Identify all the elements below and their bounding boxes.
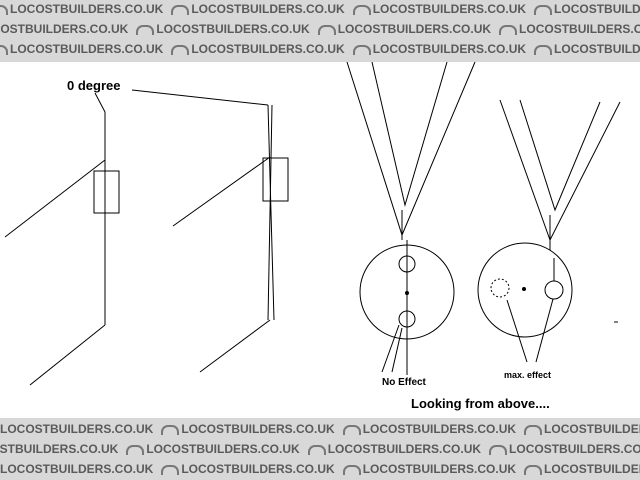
watermark-car-logo xyxy=(0,44,8,55)
watermark-car-logo xyxy=(171,4,190,15)
watermark-text: LOCOSTBUILDERS.CO.UK xyxy=(372,42,527,56)
label-max-effect: max. effect xyxy=(504,370,551,380)
watermark-band-bottom: LOCOSTBUILDERS.CO.UK LOCOSTBUILDERS.CO.UK… xyxy=(0,418,640,480)
watermark-car-logo xyxy=(307,444,326,455)
pointer-no-effect-a xyxy=(381,324,400,373)
pointer-no-effect-b xyxy=(391,327,403,373)
watermark-car-logo xyxy=(489,444,508,455)
watermark-car-logo xyxy=(534,4,553,15)
v-arm-outer-left xyxy=(346,61,476,237)
watermark-text: LOCOSTBUILDERS.CO.UK xyxy=(372,2,527,16)
watermark-car-logo xyxy=(352,44,371,55)
watermark-text: LOCOSTBUILDERS.CO.UK xyxy=(0,462,154,476)
watermark-text: LOCOSTBUILDERS.CO.UK xyxy=(554,2,640,16)
watermark-car-logo xyxy=(342,464,361,475)
watermark-text: LOCOSTBUILDERS.CO.UK xyxy=(146,442,300,456)
watermark-car-logo xyxy=(161,424,180,435)
watermark-car-logo xyxy=(0,4,8,15)
pointer-max-effect-a xyxy=(506,299,528,363)
lower-link-left xyxy=(29,324,106,386)
watermark-text: LOCOSTBUILDERS.CO.UK xyxy=(519,22,640,36)
pointer-max-effect-b xyxy=(535,298,554,363)
pivot-box-right xyxy=(262,157,289,202)
caption-looking-from-above: Looking from above.... xyxy=(411,396,550,411)
upper-link-left xyxy=(4,159,106,238)
watermark-row: LOCOSTBUILDERS.CO.UK LOCOSTBUILDERS.CO.UK… xyxy=(0,462,640,476)
watermark-car-logo xyxy=(499,24,518,35)
watermark-text: LOCOSTBUILDERS.CO.UK xyxy=(0,22,129,36)
watermark-text: LOCOSTBUILDERS.CO.UK xyxy=(327,442,482,456)
watermark-text: LOCOSTBUILDERS.CO.UK xyxy=(156,22,310,36)
label-no-effect: No Effect xyxy=(382,377,427,388)
bearing-circle-right xyxy=(477,242,573,338)
watermark-row: LOCOSTBUILDERS.CO.UK LOCOSTBUILDERS.CO.UK… xyxy=(0,422,640,436)
center-dot-left xyxy=(405,291,409,295)
watermark-car-logo xyxy=(342,424,361,435)
watermark-car-logo xyxy=(317,24,336,35)
watermark-text: LOCOSTBUILDERS.CO.UK xyxy=(362,462,517,476)
v-arm-outer-right xyxy=(499,99,621,242)
watermark-text: LOCOSTBUILDERS.CO.UK xyxy=(544,462,640,476)
pointer-line-right xyxy=(131,89,269,106)
watermark-car-logo xyxy=(534,44,553,55)
pivot-box-left xyxy=(93,170,120,214)
v-arm-inner-right xyxy=(519,99,601,212)
v-arm-inner-left xyxy=(371,61,448,207)
watermark-text: LOCOSTBUILDERS.CO.UK xyxy=(509,442,640,456)
watermark-text: LOCOSTBUILDERS.CO.UK xyxy=(10,42,164,56)
upright-line-right-outer xyxy=(267,104,275,321)
watermark-car-logo xyxy=(171,44,190,55)
watermark-row: LOCOSTBUILDERS.CO.UK LOCOSTBUILDERS.CO.UK… xyxy=(0,22,640,36)
watermark-car-logo xyxy=(126,444,145,455)
upright-line-right-inner xyxy=(267,104,273,321)
watermark-text: LOCOSTBUILDERS.CO.UK xyxy=(181,462,335,476)
watermark-car-logo xyxy=(161,464,180,475)
watermark-row: LOCOSTBUILDERS.CO.UK LOCOSTBUILDERS.CO.UK… xyxy=(0,442,640,456)
watermark-text: LOCOSTBUILDERS.CO.UK xyxy=(191,2,345,16)
watermark-car-logo xyxy=(524,424,543,435)
watermark-text: LOCOSTBUILDERS.CO.UK xyxy=(0,422,154,436)
watermark-text: LOCOSTBUILDERS.CO.UK xyxy=(337,22,492,36)
watermark-car-logo xyxy=(524,464,543,475)
center-dot-right xyxy=(522,287,526,291)
watermark-text: LOCOSTBUILDERS.CO.UK xyxy=(10,2,164,16)
watermark-row: LOCOSTBUILDERS.CO.UK LOCOSTBUILDERS.CO.UK… xyxy=(0,42,640,56)
lower-link-right xyxy=(199,319,271,373)
upper-link-right xyxy=(172,156,271,227)
pointer-line-left xyxy=(94,92,106,113)
label-zero-degree: 0 degree xyxy=(67,78,120,93)
watermark-text: LOCOSTBUILDERS.CO.UK xyxy=(191,42,345,56)
watermark-text: LOCOSTBUILDERS.CO.UK xyxy=(544,422,640,436)
watermark-car-logo xyxy=(352,4,371,15)
hole-dashed-right xyxy=(490,278,510,298)
watermark-text: LOCOSTBUILDERS.CO.UK xyxy=(181,422,335,436)
watermark-text: LOCOSTBUILDERS.CO.UK xyxy=(362,422,517,436)
watermark-text: LOCOSTBUILDERS.CO.UK xyxy=(0,442,119,456)
hole-solid-right xyxy=(544,280,564,300)
watermark-band-top: LOCOSTBUILDERS.CO.UK LOCOSTBUILDERS.CO.UK… xyxy=(0,0,640,62)
watermark-text: LOCOSTBUILDERS.CO.UK xyxy=(554,42,640,56)
watermark-car-logo xyxy=(136,24,155,35)
watermark-row: LOCOSTBUILDERS.CO.UK LOCOSTBUILDERS.CO.UK… xyxy=(0,2,640,16)
